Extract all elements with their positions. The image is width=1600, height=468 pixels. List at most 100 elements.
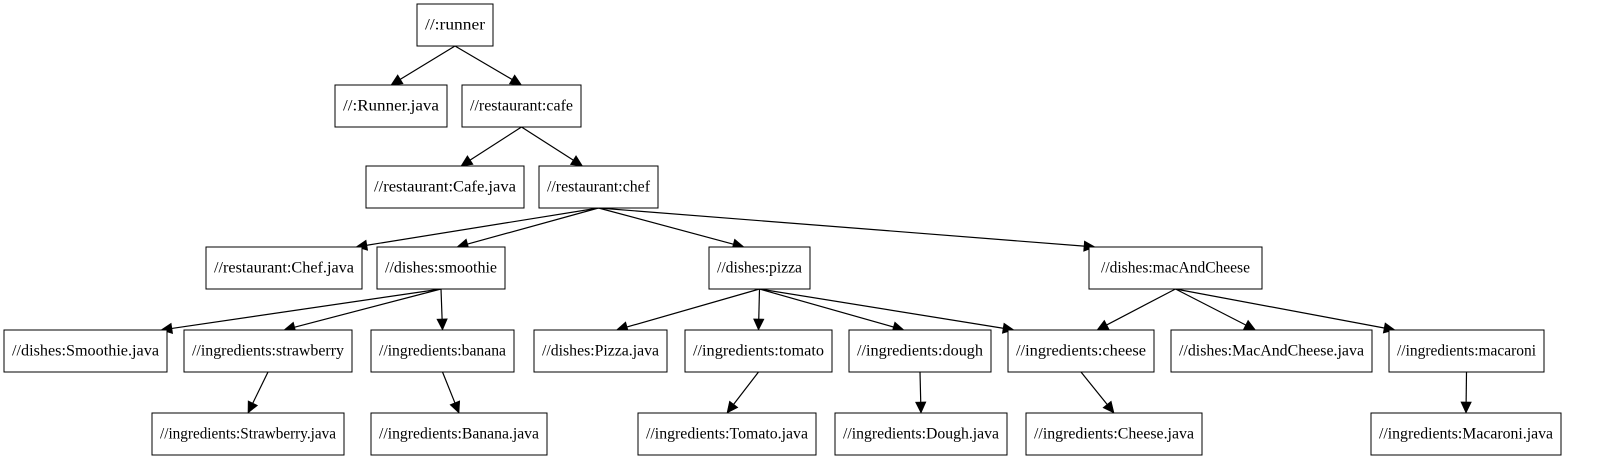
arrowhead-ing-dough-to-dough-java	[915, 401, 927, 414]
node-ing-strawberry[interactable]: //ingredients:strawberry	[183, 329, 353, 373]
arrowhead-ing-banana-to-banana-java	[449, 400, 461, 414]
node-dishes-macandchz[interactable]: //dishes:macAndCheese	[1088, 246, 1263, 290]
node-box-cafe-java[interactable]	[365, 165, 525, 209]
node-label-banana-java: //ingredients:Banana.java	[379, 426, 539, 443]
node-box-dishes-smoothie[interactable]	[376, 246, 506, 290]
node-pizza-java[interactable]: //dishes:Pizza.java	[533, 329, 668, 373]
node-box-dishes-pizza[interactable]	[708, 246, 811, 290]
node-label-tomato-java: //ingredients:Tomato.java	[646, 426, 808, 443]
node-macandchz-java[interactable]: //dishes:MacAndCheese.java	[1170, 329, 1373, 373]
node-box-restaurant-chef[interactable]	[538, 165, 659, 209]
edge-restaurant-chef-to-chef-java	[366, 207, 599, 246]
edge-restaurant-chef-to-dishes-smoothie	[467, 207, 599, 245]
arrowhead-dishes-pizza-to-ing-tomato	[753, 318, 765, 331]
node-ing-tomato[interactable]: //ingredients:tomato	[684, 329, 833, 373]
edge-dishes-macandchz-to-ing-macaroni	[1175, 288, 1385, 329]
node-tomato-java[interactable]: //ingredients:Tomato.java	[637, 412, 817, 456]
node-box-tomato-java[interactable]	[637, 412, 817, 456]
node-box-ing-strawberry[interactable]	[183, 329, 353, 373]
node-label-smoothie-java: //dishes:Smoothie.java	[12, 343, 159, 360]
arrowhead-restaurant-cafe-to-restaurant-chef	[569, 155, 584, 167]
node-box-cheese-java[interactable]	[1025, 412, 1203, 456]
edge-dishes-pizza-to-ing-tomato	[758, 288, 761, 320]
node-box-macaroni-java[interactable]	[1370, 412, 1562, 456]
node-box-dishes-macandchz[interactable]	[1088, 246, 1263, 290]
node-ing-macaroni[interactable]: //ingredients:macaroni	[1388, 329, 1545, 373]
node-label-cheese-java: //ingredients:Cheese.java	[1034, 426, 1194, 443]
arrowhead-ing-tomato-to-tomato-java	[726, 400, 739, 414]
node-smoothie-java[interactable]: //dishes:Smoothie.java	[3, 329, 168, 373]
edge-restaurant-cafe-to-cafe-java	[469, 126, 522, 161]
node-label-macandchz-java: //dishes:MacAndCheese.java	[1179, 343, 1364, 360]
node-box-ing-macaroni[interactable]	[1388, 329, 1545, 373]
nodes-layer: //:runner //:Runner.java //restaurant:cafe…	[3, 3, 1562, 456]
arrowhead-ing-cheese-to-cheese-java	[1102, 400, 1115, 414]
node-dishes-pizza[interactable]: //dishes:pizza	[708, 246, 811, 290]
node-ing-banana[interactable]: //ingredients:banana	[370, 329, 515, 373]
edge-dishes-smoothie-to-ing-strawberry	[294, 288, 442, 328]
edge-dishes-macandchz-to-macandchz-java	[1175, 288, 1246, 326]
node-box-ing-banana[interactable]	[370, 329, 515, 373]
node-runner[interactable]: //:runner	[416, 3, 494, 47]
node-cafe-java[interactable]: //restaurant:Cafe.java	[365, 165, 525, 209]
node-strawberry-java[interactable]: //ingredients:Strawberry.java	[151, 412, 345, 456]
arrowhead-runner-to-restaurant-cafe	[508, 74, 523, 86]
node-label-ing-strawberry: //ingredients:strawberry	[192, 343, 344, 360]
node-box-ing-dough[interactable]	[848, 329, 992, 373]
edge-dishes-macandchz-to-ing-cheese	[1106, 288, 1176, 326]
node-box-ing-tomato[interactable]	[684, 329, 833, 373]
edge-ing-cheese-to-cheese-java	[1080, 371, 1108, 405]
edge-dishes-smoothie-to-ing-banana	[440, 288, 443, 320]
node-box-chef-java[interactable]	[205, 246, 363, 290]
node-box-banana-java[interactable]	[370, 412, 548, 456]
arrowhead-ing-macaroni-to-macaroni-java	[1460, 401, 1472, 414]
node-label-chef-java: //restaurant:Chef.java	[214, 260, 354, 277]
node-banana-java[interactable]: //ingredients:Banana.java	[370, 412, 548, 456]
node-box-pizza-java[interactable]	[533, 329, 668, 373]
node-chef-java[interactable]: //restaurant:Chef.java	[205, 246, 363, 290]
edge-ing-strawberry-to-strawberry-java	[252, 371, 269, 404]
node-box-strawberry-java[interactable]	[151, 412, 345, 456]
node-runner-java[interactable]: //:Runner.java	[334, 84, 448, 128]
node-box-runner-java[interactable]	[334, 84, 448, 128]
node-box-dough-java[interactable]	[834, 412, 1008, 456]
edge-restaurant-chef-to-dishes-pizza	[598, 207, 734, 245]
edge-ing-banana-to-banana-java	[441, 371, 456, 404]
edge-restaurant-cafe-to-restaurant-chef	[521, 126, 574, 161]
edge-dishes-pizza-to-pizza-java	[626, 288, 760, 328]
node-dough-java[interactable]: //ingredients:Dough.java	[834, 412, 1008, 456]
node-label-restaurant-chef: //restaurant:chef	[547, 179, 651, 196]
node-box-restaurant-cafe[interactable]	[461, 84, 582, 128]
arrowhead-dishes-smoothie-to-ing-banana	[436, 318, 448, 331]
node-label-macaroni-java: //ingredients:Macaroni.java	[1379, 426, 1553, 443]
node-label-ing-dough: //ingredients:dough	[857, 343, 983, 360]
node-label-dough-java: //ingredients:Dough.java	[843, 426, 999, 443]
node-label-strawberry-java: //ingredients:Strawberry.java	[160, 426, 336, 443]
node-box-ing-cheese[interactable]	[1007, 329, 1155, 373]
arrowhead-restaurant-cafe-to-cafe-java	[460, 155, 474, 167]
node-label-pizza-java: //dishes:Pizza.java	[542, 343, 659, 360]
edge-runner-to-restaurant-cafe	[454, 45, 513, 80]
node-label-cafe-java: //restaurant:Cafe.java	[374, 179, 516, 196]
node-label-ing-banana: //ingredients:banana	[379, 343, 506, 360]
edge-restaurant-chef-to-dishes-macandchz	[598, 207, 1085, 247]
node-box-macandchz-java[interactable]	[1170, 329, 1373, 373]
node-ing-cheese[interactable]: //ingredients:cheese	[1007, 329, 1155, 373]
node-dishes-smoothie[interactable]: //dishes:smoothie	[376, 246, 506, 290]
node-restaurant-chef[interactable]: //restaurant:chef	[538, 165, 659, 209]
node-label-runner-java: //:Runner.java	[343, 98, 439, 115]
node-box-runner[interactable]	[416, 3, 494, 47]
node-ing-dough[interactable]: //ingredients:dough	[848, 329, 992, 373]
node-label-dishes-pizza: //dishes:pizza	[717, 260, 802, 277]
node-restaurant-cafe[interactable]: //restaurant:cafe	[461, 84, 582, 128]
edge-runner-to-runner-java	[400, 45, 456, 80]
node-box-smoothie-java[interactable]	[3, 329, 168, 373]
node-macaroni-java[interactable]: //ingredients:Macaroni.java	[1370, 412, 1562, 456]
arrowhead-runner-to-runner-java	[390, 74, 404, 86]
node-label-dishes-smoothie: //dishes:smoothie	[385, 260, 497, 277]
node-label-restaurant-cafe: //restaurant:cafe	[470, 98, 573, 115]
node-label-dishes-macandchz: //dishes:macAndCheese	[1101, 260, 1250, 277]
node-cheese-java[interactable]: //ingredients:Cheese.java	[1025, 412, 1203, 456]
